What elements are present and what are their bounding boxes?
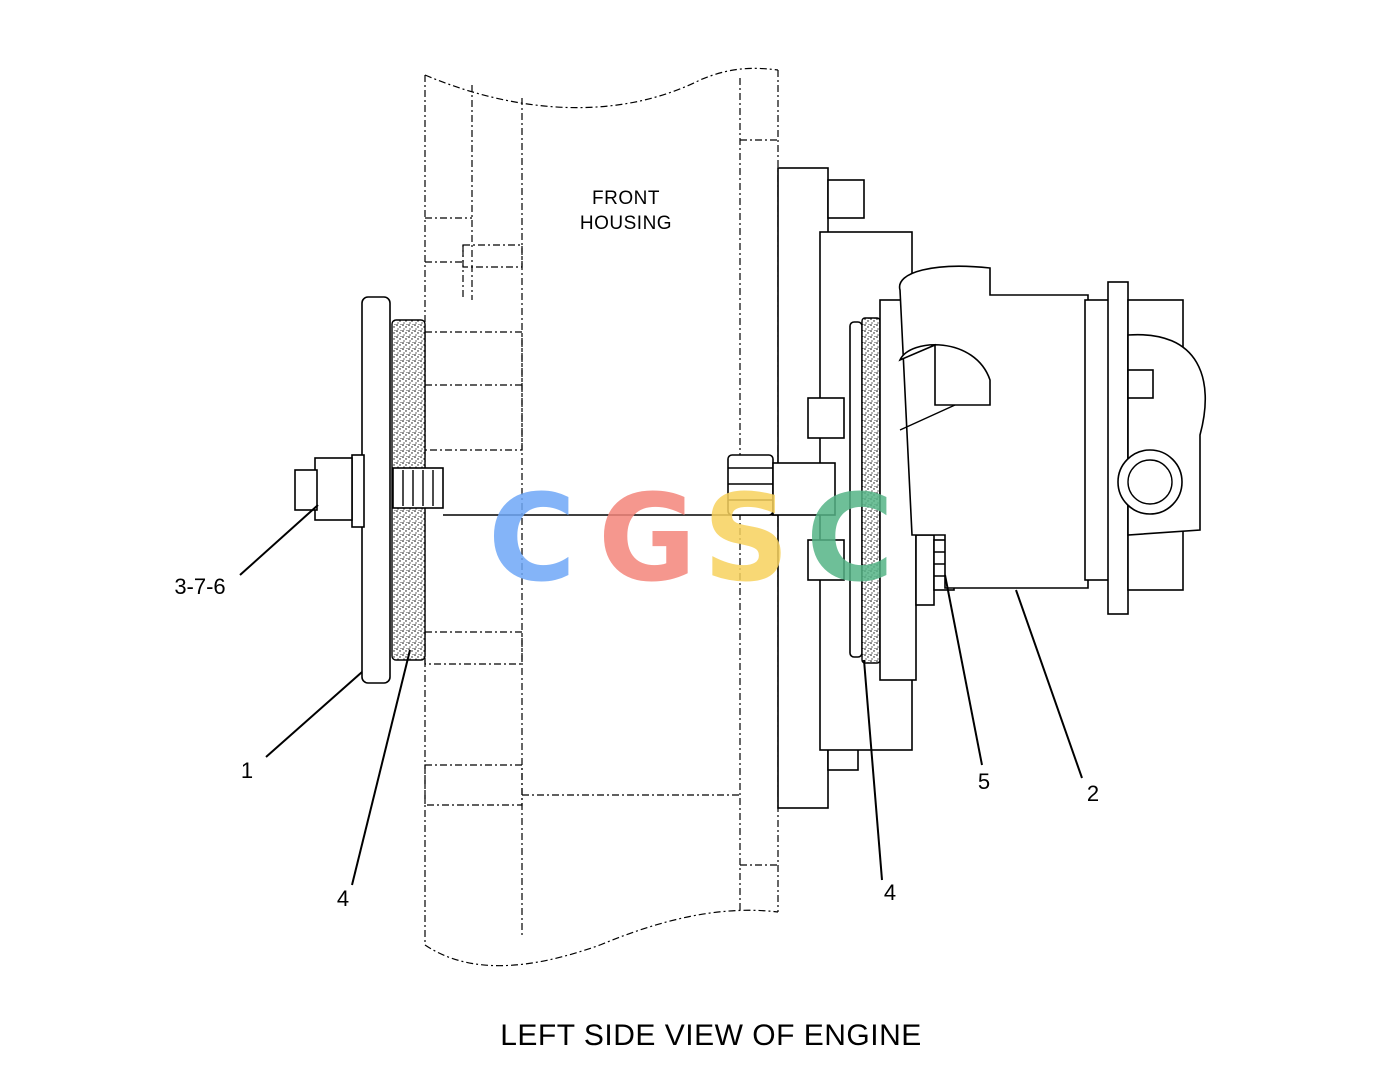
callout-4-right: 4: [884, 880, 896, 905]
callout-2: 2: [1087, 781, 1099, 806]
watermark: C G S C: [488, 470, 894, 609]
watermark-letter-2: G: [598, 470, 697, 609]
housing-label-line2: HOUSING: [580, 213, 672, 234]
pump-body: [898, 265, 1207, 615]
watermark-letter-3: S: [703, 470, 789, 609]
watermark-letter-4: C: [806, 470, 894, 609]
callout-4-left: 4: [337, 886, 349, 911]
callout-3-7-6: 3-7-6: [174, 574, 225, 599]
left-pulley: [294, 296, 800, 684]
leader-lines: [239, 504, 1083, 886]
watermark-letter-1: C: [488, 470, 576, 609]
callout-5: 5: [978, 769, 990, 794]
housing-label-line1: FRONT: [592, 188, 660, 209]
callout-1: 1: [241, 758, 253, 783]
diagram-caption: LEFT SIDE VIEW OF ENGINE: [500, 1019, 922, 1052]
